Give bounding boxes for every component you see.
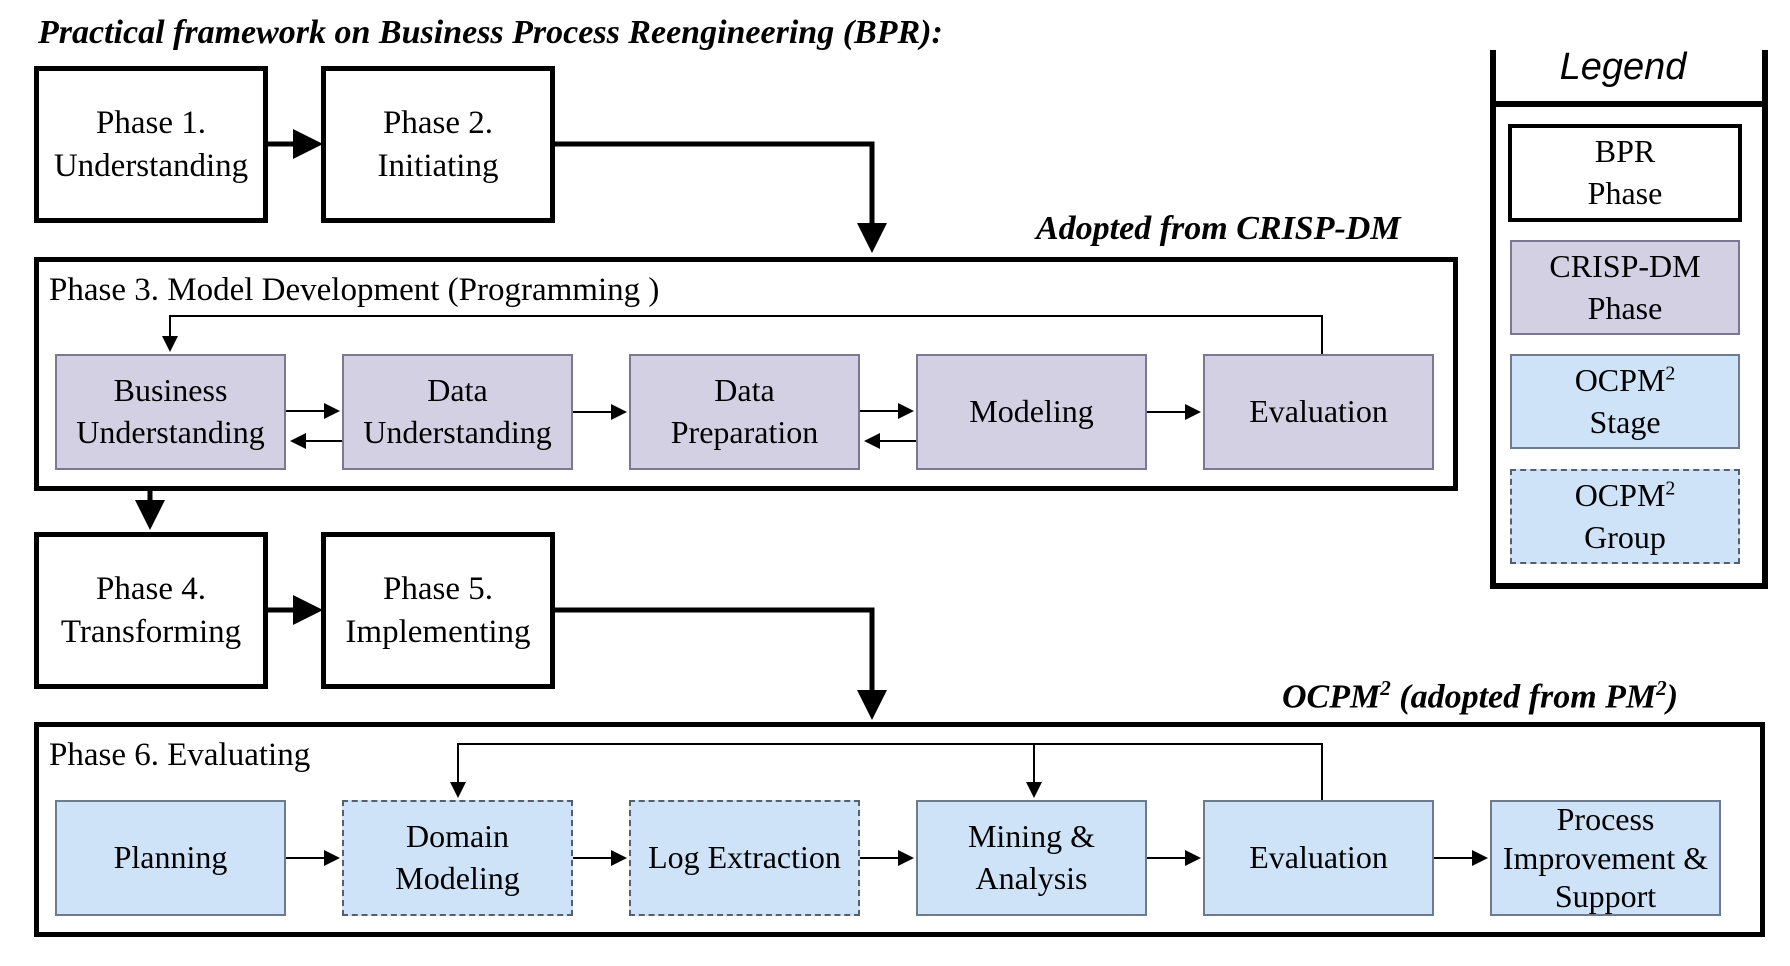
ocpm-caption-mid: (adopted from PM — [1390, 678, 1657, 716]
step-line: Data — [714, 372, 775, 409]
step-line: Mining & — [967, 818, 1096, 855]
step-line: Domain — [405, 818, 510, 855]
legend-frame-outer — [1490, 50, 1768, 589]
step-line: Data — [427, 372, 488, 409]
legend-line: Stage — [1589, 403, 1661, 440]
phase-5-number: Phase 5. — [383, 570, 493, 607]
ocpm-group-domain-modeling: Domain Modeling — [342, 800, 573, 916]
step-line: Support — [1554, 878, 1657, 915]
ocpm-stage-mining-analysis: Mining & Analysis — [916, 800, 1147, 916]
legend-line: Group — [1584, 518, 1666, 555]
crisp-step-data-understanding: Data Understanding — [342, 354, 573, 470]
legend-ocpm-text: OCPM — [1574, 476, 1666, 513]
legend-line: Phase — [1587, 175, 1663, 211]
legend-ocpm-text: OCPM — [1574, 361, 1666, 398]
phase-3-title: Phase 3. Model Development (Programming … — [49, 272, 660, 308]
phase-4-number: Phase 4. — [96, 570, 206, 607]
phase-5-box: Phase 5. Implementing — [321, 532, 555, 689]
arrow-p2-p3 — [554, 141, 887, 253]
legend-crisp-phase: CRISP-DM Phase — [1510, 240, 1740, 335]
step-line: Modeling — [395, 860, 520, 896]
phase-2-box: Phase 2. Initiating — [321, 66, 555, 223]
ocpm-caption-main: OCPM — [1282, 678, 1381, 716]
legend-ocpm-sup: 2 — [1665, 477, 1676, 500]
step-line: Evaluation — [1249, 839, 1388, 876]
legend-bpr-phase: BPR Phase — [1508, 124, 1742, 222]
step-line: Analysis — [975, 860, 1088, 896]
legend-title: Legend — [1559, 46, 1687, 88]
arrow-eval-feedback-6 — [450, 743, 1323, 800]
arrow-eval-feedback — [162, 315, 1323, 354]
ocpm-caption: OCPM2 (adopted from PM2) — [1282, 676, 1678, 716]
legend-ocpm-sup: 2 — [1665, 362, 1676, 385]
phase-4-label: Transforming — [60, 613, 242, 650]
step-line: Improvement & — [1502, 839, 1709, 876]
phase-5-label: Implementing — [345, 613, 531, 650]
ocpm-stage-evaluation: Evaluation — [1203, 800, 1434, 916]
legend-ocpm-stage: OCPM2 Stage — [1510, 354, 1740, 449]
phase-1-label: Understanding — [53, 147, 249, 184]
legend-line: OCPM2 — [1575, 475, 1676, 517]
legend-ocpm-group: OCPM2 Group — [1510, 469, 1740, 564]
step-line: Evaluation — [1249, 393, 1388, 430]
phase-1-box: Phase 1. Understanding — [34, 66, 268, 223]
phase-3-container: Phase 3. Model Development (Programming … — [34, 257, 1458, 491]
crisp-step-modeling: Modeling — [916, 354, 1147, 470]
diagram-title: Practical framework on Business Process … — [38, 14, 943, 51]
ocpm-caption-sup: 2 — [1380, 676, 1391, 700]
phase-6-container: Phase 6. Evaluating — [34, 722, 1765, 937]
legend-line: BPR — [1594, 133, 1656, 170]
crisp-step-business-understanding: Business Understanding — [55, 354, 286, 470]
crisp-caption: Adopted from CRISP-DM — [1036, 210, 1401, 247]
step-line: Planning — [113, 839, 228, 876]
step-line: Modeling — [969, 393, 1094, 430]
ocpm-caption-sup2: 2 — [1656, 676, 1667, 700]
legend-line: OCPM2 — [1575, 360, 1676, 402]
ocpm-caption-end: ) — [1666, 678, 1679, 716]
ocpm-stage-planning: Planning — [55, 800, 286, 916]
ocpm-group-log-extraction: Log Extraction — [629, 800, 860, 916]
phase-4-box: Phase 4. Transforming — [34, 532, 268, 689]
phase-1-number: Phase 1. — [96, 104, 206, 141]
step-line: Process — [1556, 801, 1655, 838]
step-line: Preparation — [670, 414, 819, 450]
legend-line: Phase — [1587, 289, 1663, 326]
step-line: Understanding — [363, 414, 552, 450]
step-line: Business — [113, 372, 228, 409]
phase-2-label: Initiating — [377, 147, 499, 184]
arrow-p5-p6 — [554, 607, 887, 720]
crisp-step-evaluation: Evaluation — [1203, 354, 1434, 470]
step-line: Understanding — [76, 414, 265, 450]
step-line: Log Extraction — [648, 839, 841, 876]
legend-line: CRISP-DM — [1549, 247, 1701, 284]
crisp-step-data-preparation: Data Preparation — [629, 354, 860, 470]
phase-6-title: Phase 6. Evaluating — [49, 737, 311, 773]
ocpm-stage-process-improvement: Process Improvement & Support — [1490, 800, 1721, 916]
phase-2-number: Phase 2. — [383, 104, 493, 141]
